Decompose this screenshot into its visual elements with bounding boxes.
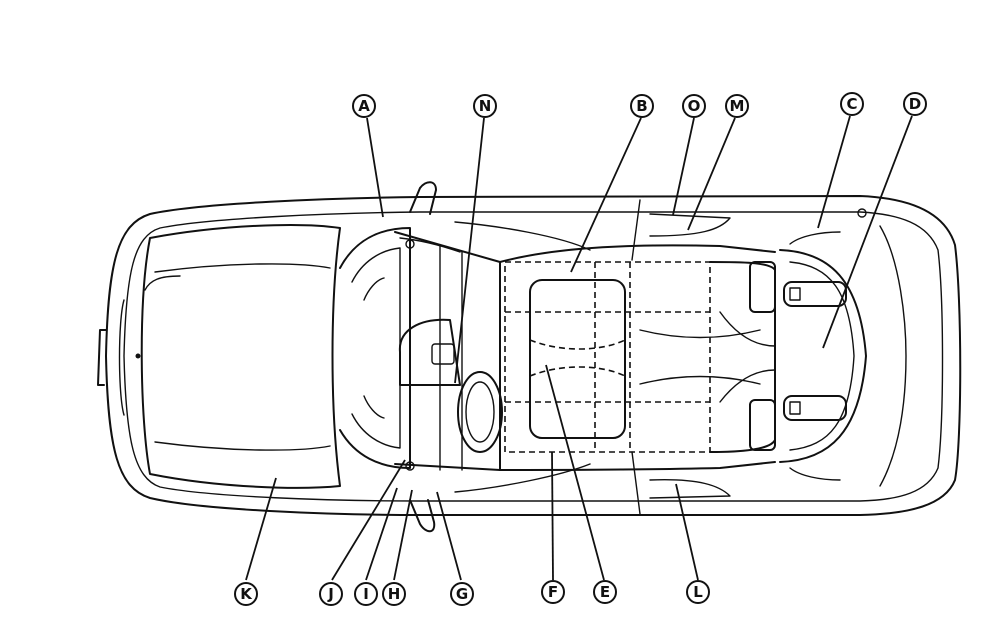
callout-label: N	[479, 97, 492, 115]
callout-G: G	[450, 582, 474, 606]
callout-F: F	[541, 580, 565, 604]
doors	[454, 199, 731, 515]
callout-label: I	[363, 585, 369, 603]
callout-label: A	[358, 97, 370, 115]
callout-L: L	[686, 580, 710, 604]
leader-lines	[245, 115, 913, 581]
callout-B: B	[630, 94, 654, 118]
rear-seats	[639, 261, 776, 453]
callout-N: N	[473, 94, 497, 118]
callout-label: L	[693, 583, 703, 601]
callout-label: O	[688, 97, 701, 115]
roof	[499, 244, 776, 471]
rear-deck	[779, 208, 907, 487]
callout-C: C	[840, 92, 864, 116]
callout-E: E	[593, 580, 617, 604]
callout-label: F	[548, 583, 558, 601]
callout-H: H	[382, 582, 406, 606]
callout-O: O	[682, 94, 706, 118]
callout-label: G	[456, 585, 468, 603]
callout-label: E	[600, 583, 610, 601]
callout-label: D	[909, 95, 921, 113]
callout-label: J	[327, 585, 334, 603]
front-interior	[394, 231, 503, 471]
callout-J: J	[319, 582, 343, 606]
callout-M: M	[725, 94, 749, 118]
callout-label: K	[240, 585, 253, 603]
callout-label: H	[388, 585, 401, 603]
callout-label: B	[636, 97, 647, 115]
car-body	[97, 195, 962, 516]
callout-label: C	[846, 95, 857, 113]
hood	[135, 224, 341, 489]
callout-A: A	[352, 94, 376, 118]
callout-I: I	[354, 582, 378, 606]
callout-label: M	[730, 97, 745, 115]
callout-D: D	[903, 92, 927, 116]
side-mirrors	[409, 181, 437, 533]
callout-K: K	[234, 582, 258, 606]
